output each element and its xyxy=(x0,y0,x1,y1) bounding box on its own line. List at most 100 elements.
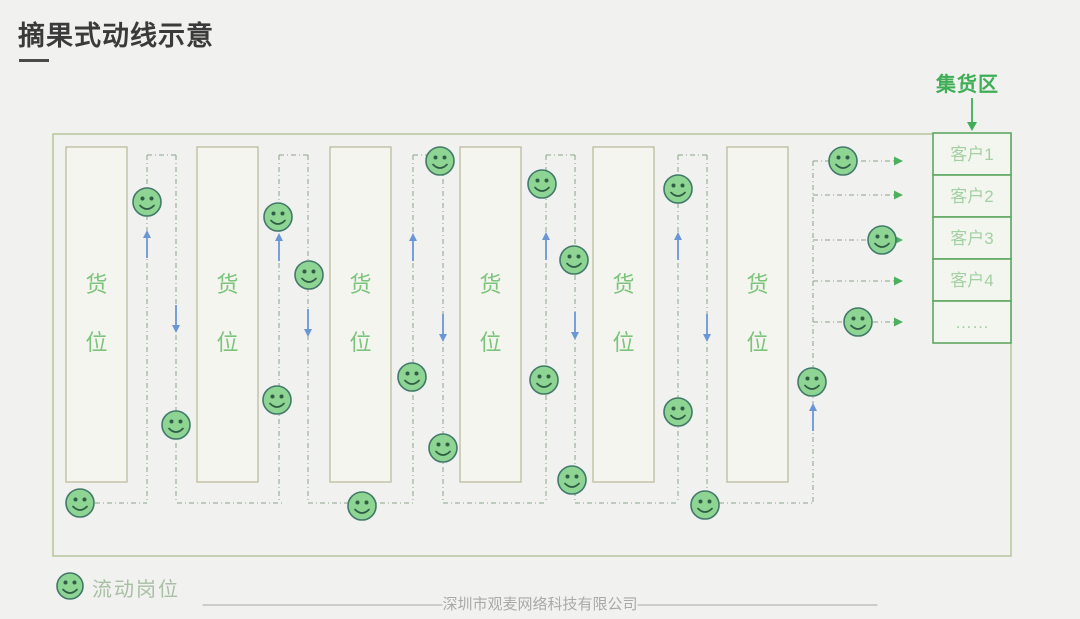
worker-icon-part xyxy=(269,402,285,408)
worker-icon-part xyxy=(559,245,589,275)
worker-icon xyxy=(347,491,377,521)
worker-icon-part xyxy=(302,269,307,274)
flow-arrow-down-icon xyxy=(304,329,312,337)
worker-icon-part xyxy=(845,155,850,160)
worker-icon-part xyxy=(663,174,693,204)
worker-icon-part xyxy=(534,186,550,192)
worker-icon-part xyxy=(161,410,191,440)
branch-arrowhead-icon xyxy=(894,190,903,200)
flow-arrow-up-icon xyxy=(674,232,682,240)
customer-label: 客户1 xyxy=(950,145,993,164)
worker-icon-part xyxy=(535,178,540,183)
worker-icon-part xyxy=(707,499,712,504)
worker-icon-part xyxy=(835,163,851,169)
page-title: 摘果式动线示意 xyxy=(18,21,214,51)
worker-icon-part xyxy=(680,406,685,411)
worker-icon-part xyxy=(168,427,184,433)
shelf-box xyxy=(459,146,522,483)
worker-icon xyxy=(559,245,589,275)
worker-icon-part xyxy=(432,163,448,169)
worker-icon-part xyxy=(557,465,587,495)
worker-icon-part xyxy=(690,490,720,520)
worker-icon-part xyxy=(576,254,581,259)
worker-icon xyxy=(843,307,873,337)
worker-icon-part xyxy=(404,379,420,385)
worker-icon-part xyxy=(262,385,292,415)
worker-icon-part xyxy=(271,211,276,216)
shelf-box xyxy=(196,146,259,483)
shelf-label: 货位 xyxy=(746,272,768,355)
worker-icon-part xyxy=(132,187,162,217)
flow-arrow-up-icon xyxy=(143,230,151,238)
worker-icon-part xyxy=(697,507,713,513)
worker-icon xyxy=(294,260,324,290)
flow-arrow-up-icon xyxy=(409,233,417,241)
worker-icon xyxy=(397,362,427,392)
legend-label: 流动岗位 xyxy=(92,579,180,601)
worker-icon-part xyxy=(874,242,890,248)
footer-dashes-right: ———————————————— xyxy=(637,596,878,613)
worker-icon-part xyxy=(436,442,441,447)
worker-icon-part xyxy=(565,474,570,479)
customer-slot xyxy=(932,132,1012,176)
footer-company-line: ————————————————深圳市观麦网络科技有限公司———————————… xyxy=(0,593,1080,614)
worker-icon-part xyxy=(169,419,174,424)
worker-icon-part xyxy=(546,374,551,379)
worker-icon-part xyxy=(280,211,285,216)
legend-worker-icon-part xyxy=(62,588,78,594)
worker-icon-part xyxy=(670,414,686,420)
customer-slot xyxy=(932,216,1012,260)
legend-worker-icon-part xyxy=(72,580,77,585)
worker-icon-part xyxy=(875,234,880,239)
worker-icon-part xyxy=(797,367,827,397)
worker-icon xyxy=(262,385,292,415)
worker-icon-part xyxy=(364,500,369,505)
worker-icon xyxy=(132,187,162,217)
legend-worker-icon-part xyxy=(63,580,68,585)
worker-icon xyxy=(557,465,587,495)
worker-icon-part xyxy=(671,406,676,411)
legend-worker-icon xyxy=(56,572,84,600)
worker-icon xyxy=(663,174,693,204)
customer-slot xyxy=(932,174,1012,218)
worker-icon-part xyxy=(860,316,865,321)
worker-icon-part xyxy=(82,497,87,502)
shelf-label: 货位 xyxy=(349,272,371,355)
flow-arrow-down-icon xyxy=(571,332,579,340)
worker-icon-part xyxy=(73,497,78,502)
worker-icon-part xyxy=(301,277,317,283)
shelf-label: 货位 xyxy=(612,272,634,355)
customer-label: 客户4 xyxy=(950,271,993,290)
shelf-box xyxy=(65,146,128,483)
collection-arrow-icon xyxy=(967,122,977,131)
worker-icon-part xyxy=(567,254,572,259)
worker-icon-part xyxy=(670,191,686,197)
footer-dashes-left: ———————————————— xyxy=(202,596,443,613)
worker-icon xyxy=(797,367,827,397)
shelf-box xyxy=(329,146,392,483)
worker-icon-part xyxy=(270,394,275,399)
flow-arrow-up-icon xyxy=(809,403,817,411)
worker-icon xyxy=(161,410,191,440)
customer-label: 客户2 xyxy=(950,187,993,206)
worker-icon-part xyxy=(544,178,549,183)
worker-icon-part xyxy=(178,419,183,424)
worker-icon-part xyxy=(828,146,858,176)
customer-slot xyxy=(932,258,1012,302)
worker-icon-part xyxy=(311,269,316,274)
worker-icon-part xyxy=(680,183,685,188)
worker-icon-part xyxy=(347,491,377,521)
worker-icon-part xyxy=(355,500,360,505)
worker-icon-part xyxy=(425,146,455,176)
worker-icon-part xyxy=(805,376,810,381)
worker-icon-part xyxy=(814,376,819,381)
shelf-box xyxy=(592,146,655,483)
worker-icon-part xyxy=(405,371,410,376)
worker-icon xyxy=(867,225,897,255)
worker-icon-part xyxy=(139,204,155,210)
customer-label: …… xyxy=(955,313,989,332)
worker-icon-part xyxy=(270,219,286,225)
flow-arrow-down-icon xyxy=(703,334,711,342)
branch-arrowhead-icon xyxy=(894,317,903,327)
